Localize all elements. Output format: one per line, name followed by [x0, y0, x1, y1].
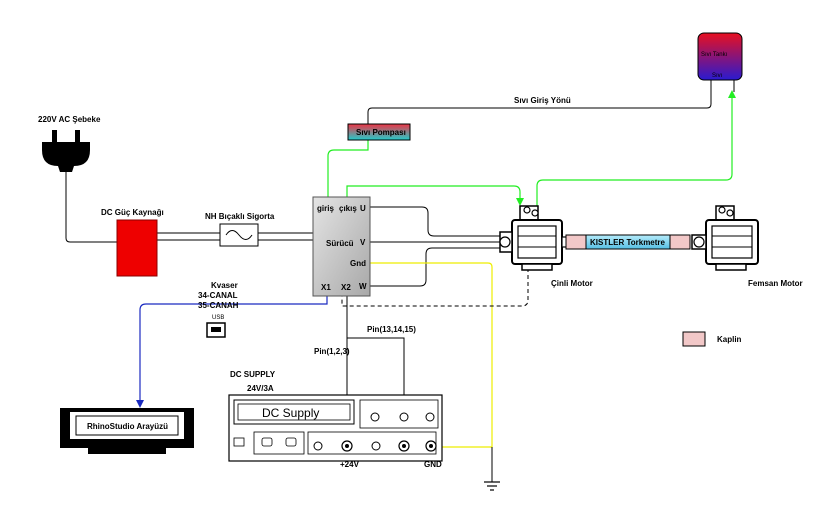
tank-arrow-icon: [728, 90, 736, 98]
rhino-label: RhinoStudio Arayüzü: [87, 422, 168, 431]
kvaser-label-1: Kvaser: [211, 281, 238, 290]
driver-pin-gnd: Gnd: [350, 259, 366, 268]
dc-supply-label-1: DC SUPPLY: [230, 370, 276, 379]
tank-to-pump: [367, 80, 712, 124]
dc-supply-unit: [228, 394, 443, 462]
dc-supply-display: DC Supply: [262, 406, 319, 420]
mains-plug-icon: [42, 130, 90, 172]
coupling-2: [669, 234, 691, 250]
pin123-label: Pin(1,2,3): [314, 347, 350, 356]
usb-label: USB: [212, 315, 224, 321]
driver-out-label: çıkış: [339, 204, 357, 213]
coupling-legend-swatch: [682, 331, 706, 347]
wire-u: [370, 206, 500, 237]
coolant-arrow-icon: [516, 198, 524, 206]
pump-box: [347, 123, 411, 141]
usb-icon: [206, 322, 226, 338]
driver-pin-u: U: [360, 204, 366, 213]
kvaser-label-2: 34-CANAL: [198, 291, 238, 300]
driver-pin-v: V: [360, 238, 366, 247]
can-line-blue: [139, 296, 328, 402]
dc-power-supply: [116, 219, 158, 277]
femsan-motor-label: Femsan Motor: [748, 279, 803, 288]
kistler-label: KISTLER Torkmetre: [590, 238, 666, 247]
dc-power-label: DC Güç Kaynağı: [101, 208, 164, 217]
kvaser-label-3: 35-CANAH: [198, 301, 239, 310]
fuse-icon: [219, 223, 259, 247]
tank-label-bottom: Sıvı: [712, 73, 723, 79]
driver-label: Sürücü: [326, 239, 354, 248]
gnd-label: GND: [424, 460, 442, 469]
wire-w: [370, 247, 500, 287]
flow-direction-label: Sıvı Giriş Yönü: [514, 96, 571, 105]
coolant-to-tank: [536, 96, 733, 206]
fuse-label: NH Bıçaklı Sigorta: [205, 212, 275, 221]
dc-supply-label-2: 24V/3A: [247, 384, 274, 393]
mains-cable: [65, 172, 117, 243]
cinli-motor-label: Çinli Motor: [551, 279, 593, 288]
driver-box: [312, 196, 371, 297]
driver-pin-x2: X2: [341, 283, 351, 292]
femsan-motor-icon: [691, 205, 759, 271]
tank-box: [697, 32, 743, 81]
gnd-wire-yellow: [370, 262, 493, 448]
driver-in-label: giriş: [317, 204, 334, 213]
tank-label-top: Sıvı Tankı: [701, 52, 728, 58]
can-arrow-icon: [136, 400, 144, 408]
encoder-dashed-line: [341, 268, 529, 307]
plus24-label: +24V: [340, 460, 360, 469]
coupling-legend-label: Kaplin: [717, 335, 742, 344]
pump-green-line: [327, 140, 369, 200]
pump-label: Sıvı Pompası: [356, 128, 406, 137]
pin131415-label: Pin(13,14,15): [367, 325, 416, 334]
driver-pin-x1: X1: [321, 283, 331, 292]
monitor-icon: [60, 408, 194, 454]
coupling-1: [565, 234, 587, 250]
mains-label: 220V AC Şebeke: [38, 115, 101, 124]
cinli-motor-icon: [499, 205, 571, 271]
earth-ground-icon: [484, 481, 500, 491]
coolant-to-motor: [346, 185, 521, 200]
driver-pin-w: W: [359, 282, 367, 291]
